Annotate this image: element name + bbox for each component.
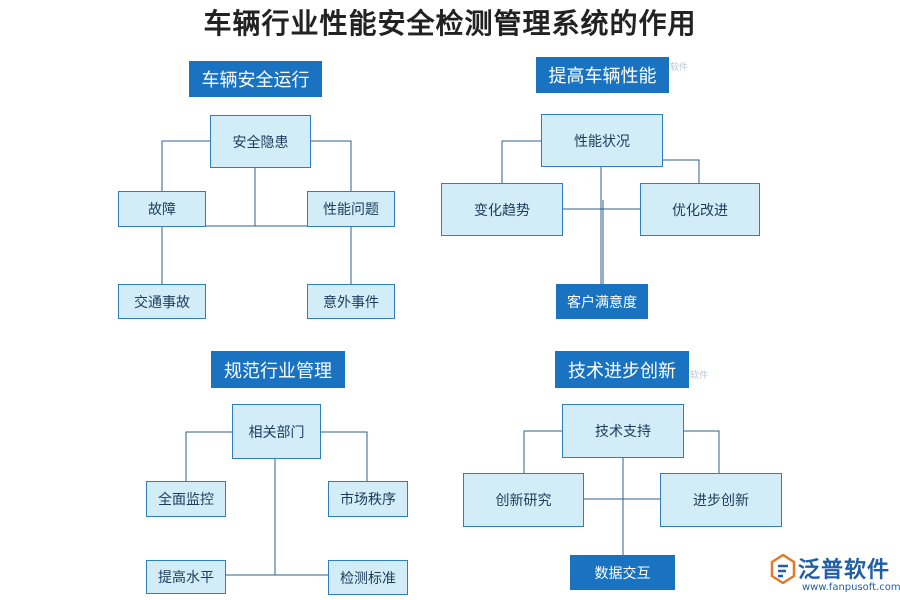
regulation-left-node: 全面监控	[146, 481, 226, 517]
watermark: 软件	[690, 371, 709, 381]
innovation-bottom-node: 数据交互	[570, 555, 675, 590]
regulation-bottom-right-node: 检测标准	[328, 560, 408, 595]
regulation-bottom-left-node: 提高水平	[146, 560, 226, 594]
innovation-right-node: 进步创新	[660, 473, 782, 527]
performance-right-node: 优化改进	[640, 183, 760, 236]
performance-left-node: 变化趋势	[441, 183, 563, 236]
innovation-header: 技术进步创新	[555, 351, 689, 388]
safety-right-node: 性能问题	[307, 191, 395, 227]
page-title: 车辆行业性能安全检测管理系统的作用	[203, 7, 697, 40]
innovation-center-node: 技术支持	[562, 404, 684, 458]
safety-header: 车辆安全运行	[189, 61, 322, 97]
safety-left-node: 故障	[118, 191, 206, 227]
performance-bottom-node: 客户满意度	[556, 284, 648, 319]
watermark: 软件	[670, 63, 689, 73]
performance-header: 提高车辆性能	[536, 57, 669, 93]
regulation-header: 规范行业管理	[211, 351, 345, 388]
safety-center-node: 安全隐患	[210, 115, 311, 168]
innovation-left-node: 创新研究	[463, 473, 584, 527]
regulation-center-node: 相关部门	[232, 404, 321, 459]
fanpu-logo: 泛普软件 www.fanpusoft.com	[770, 552, 900, 600]
regulation-right-node: 市场秩序	[328, 481, 408, 517]
safety-bottom-right-node: 意外事件	[307, 284, 395, 319]
safety-bottom-left-node: 交通事故	[118, 284, 206, 319]
fanpu-logo-icon	[770, 554, 796, 584]
performance-center-node: 性能状况	[541, 114, 663, 167]
logo-name: 泛普软件	[798, 558, 891, 583]
logo-url: www.fanpusoft.com	[802, 582, 900, 593]
